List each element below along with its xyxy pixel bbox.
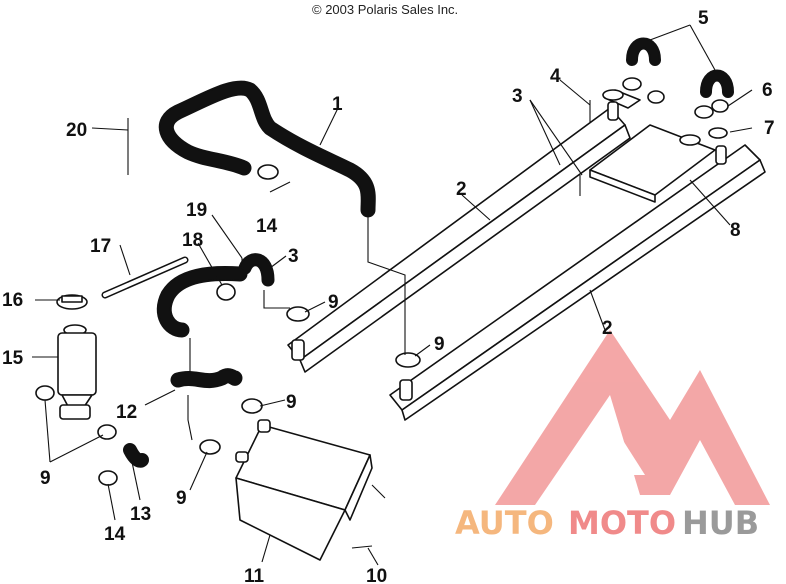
hose-small-upper xyxy=(216,253,275,301)
callout-4: 4 xyxy=(550,66,561,87)
callout-14a: 14 xyxy=(256,216,278,237)
callout-9d: 9 xyxy=(40,468,51,489)
hose-lower xyxy=(156,265,248,389)
hose-piece xyxy=(123,443,149,468)
callout-16: 16 xyxy=(2,290,23,311)
callout-6: 6 xyxy=(762,80,773,101)
clamps-washers-top xyxy=(602,77,729,146)
watermark-text: AUTO MOTO HUB xyxy=(455,504,759,542)
rail-fittings xyxy=(291,101,727,401)
callout-3a: 3 xyxy=(512,86,523,107)
callout-2a: 2 xyxy=(456,179,467,200)
callout-10: 10 xyxy=(366,566,387,584)
bolts xyxy=(351,484,386,549)
callout-11: 11 xyxy=(244,566,265,584)
callout-1: 1 xyxy=(332,94,343,115)
radiator-cover xyxy=(235,419,373,561)
callout-8: 8 xyxy=(730,220,741,241)
elbow-hoses xyxy=(626,37,734,98)
callout-20: 20 xyxy=(66,120,87,141)
callout-14b: 14 xyxy=(104,524,126,545)
leader-lines xyxy=(32,24,753,566)
callout-13: 13 xyxy=(130,504,151,525)
watermark-logo xyxy=(495,330,770,505)
heat-exchanger-lower xyxy=(389,144,766,421)
watermark-auto: AUTO xyxy=(455,504,554,542)
callout-17: 17 xyxy=(90,236,111,257)
vent-tube xyxy=(101,256,189,299)
callout-9e: 9 xyxy=(176,488,187,509)
callout-7: 7 xyxy=(764,118,775,139)
callout-9b: 9 xyxy=(434,334,445,355)
callout-19: 19 xyxy=(186,200,207,221)
watermark-moto: MOTO xyxy=(568,504,676,542)
callout-9c: 9 xyxy=(286,392,297,413)
callout-3b: 3 xyxy=(288,246,299,267)
watermark-hub: HUB xyxy=(682,504,759,542)
callout-2b: 2 xyxy=(602,318,613,339)
callout-12: 12 xyxy=(116,402,137,423)
heat-exchanger-upper xyxy=(287,89,641,373)
callout-18: 18 xyxy=(182,230,203,251)
callout-15: 15 xyxy=(2,348,24,369)
callout-5: 5 xyxy=(698,8,709,29)
coolant-bottle xyxy=(57,324,97,420)
coolant-hose-long xyxy=(158,80,376,218)
callouts: 1 2 2 3 3 4 5 6 7 8 9 9 9 9 9 10 11 12 1… xyxy=(2,8,775,584)
copyright-text: © 2003 Polaris Sales Inc. xyxy=(312,2,458,17)
callout-9a: 9 xyxy=(328,292,339,313)
radiator-cap xyxy=(56,294,88,310)
